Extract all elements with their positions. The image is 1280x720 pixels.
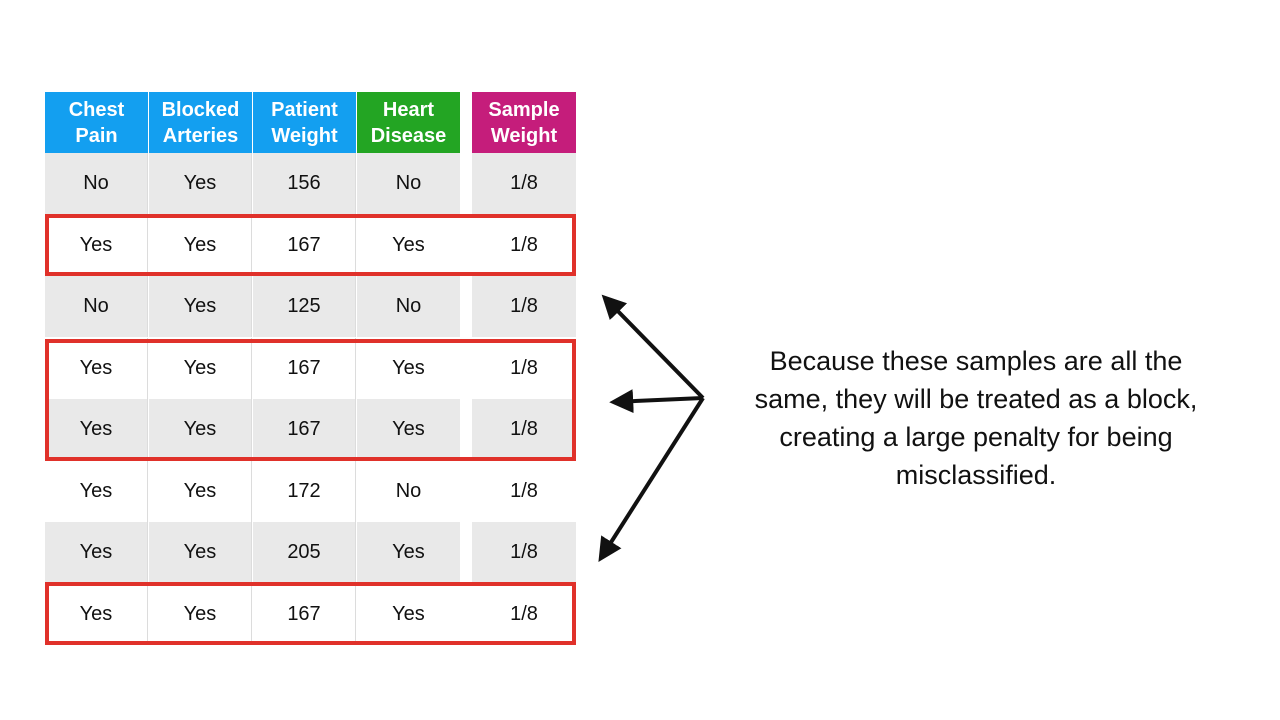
arrow-up xyxy=(601,294,705,400)
cell-chest-pain: No xyxy=(45,276,148,337)
annotation-line-2: same, they will be treated as a block, xyxy=(754,384,1198,414)
arrow-left xyxy=(609,389,704,414)
cell-heart-disease: Yes xyxy=(357,337,460,399)
annotation-line-3: creating a large penalty for being xyxy=(779,422,1173,452)
annotation-line-1: Because these samples are all the xyxy=(769,346,1183,376)
cell-sample-weight: 1/8 xyxy=(472,276,576,337)
cell-blocked-arteries: Yes xyxy=(149,522,252,583)
cell-heart-disease: No xyxy=(357,153,460,214)
annotation-line-4: misclassified. xyxy=(895,460,1057,490)
cell-blocked-arteries: Yes xyxy=(149,153,252,214)
cell-patient-weight: 125 xyxy=(253,276,356,337)
cell-blocked-arteries: Yes xyxy=(149,460,252,522)
cell-blocked-arteries: Yes xyxy=(149,399,252,460)
cell-heart-disease: No xyxy=(357,460,460,522)
cell-blocked-arteries: Yes xyxy=(149,337,252,399)
cell-chest-pain: Yes xyxy=(45,399,148,460)
cell-heart-disease: Yes xyxy=(357,214,460,276)
cell-sample-weight: 1/8 xyxy=(472,153,576,214)
cell-chest-pain: Yes xyxy=(45,522,148,583)
cell-sample-weight: 1/8 xyxy=(472,214,576,276)
cell-chest-pain: Yes xyxy=(45,214,148,276)
cell-blocked-arteries: Yes xyxy=(149,583,252,645)
cell-heart-disease: Yes xyxy=(357,399,460,460)
cell-patient-weight: 167 xyxy=(253,399,356,460)
cell-patient-weight: 172 xyxy=(253,460,356,522)
cell-patient-weight: 205 xyxy=(253,522,356,583)
cell-sample-weight: 1/8 xyxy=(472,399,576,460)
cell-sample-weight: 1/8 xyxy=(472,583,576,645)
cell-chest-pain: No xyxy=(45,153,148,214)
cell-heart-disease: Yes xyxy=(357,522,460,583)
cell-sample-weight: 1/8 xyxy=(472,460,576,522)
cell-chest-pain: Yes xyxy=(45,583,148,645)
cell-patient-weight: 167 xyxy=(253,583,356,645)
highlight-box-rows-4-5 xyxy=(45,339,576,461)
cell-heart-disease: No xyxy=(357,276,460,337)
cell-sample-weight: 1/8 xyxy=(472,337,576,399)
highlight-box-row-2 xyxy=(45,214,576,276)
cell-sample-weight: 1/8 xyxy=(472,522,576,583)
cell-heart-disease: Yes xyxy=(357,583,460,645)
cell-patient-weight: 167 xyxy=(253,214,356,276)
cell-patient-weight: 156 xyxy=(253,153,356,214)
cell-chest-pain: Yes xyxy=(45,337,148,399)
annotation-text: Because these samples are all the same, … xyxy=(706,342,1246,494)
cell-chest-pain: Yes xyxy=(45,460,148,522)
highlight-box-row-8 xyxy=(45,582,576,645)
arrow-down xyxy=(598,396,705,563)
cell-blocked-arteries: Yes xyxy=(149,214,252,276)
cell-blocked-arteries: Yes xyxy=(149,276,252,337)
cell-patient-weight: 167 xyxy=(253,337,356,399)
